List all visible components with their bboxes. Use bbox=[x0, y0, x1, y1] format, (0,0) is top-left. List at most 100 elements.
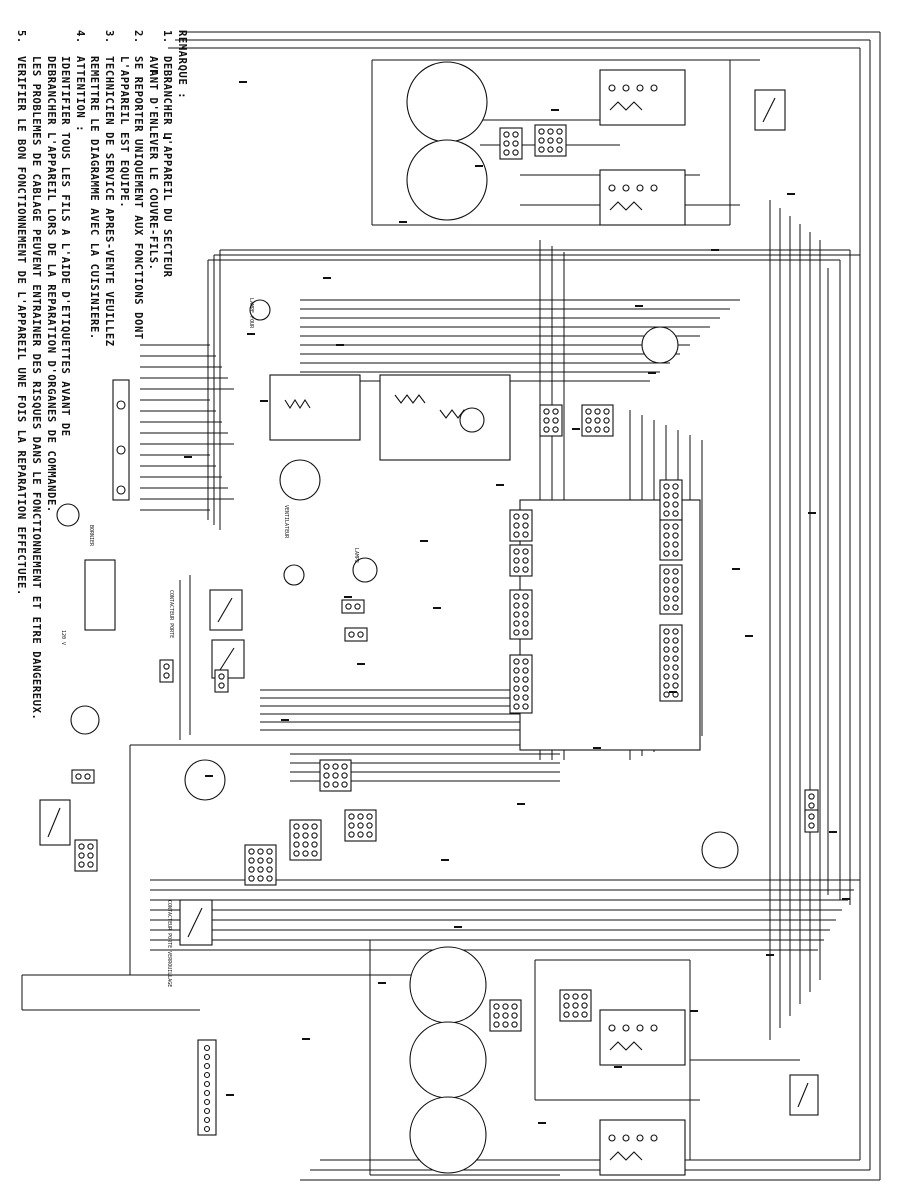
connector-pin bbox=[348, 822, 355, 829]
terminal-l1 bbox=[116, 400, 126, 410]
connector-pin bbox=[581, 993, 588, 1000]
relay-contact bbox=[608, 84, 616, 92]
probe-jack bbox=[71, 769, 95, 784]
connector-pin bbox=[522, 548, 529, 555]
connector-pin bbox=[78, 861, 85, 868]
relay-contact bbox=[622, 184, 630, 192]
connector-pin bbox=[345, 603, 352, 610]
connector-pin bbox=[493, 1021, 500, 1028]
connector-pin bbox=[78, 843, 85, 850]
connector-pin bbox=[603, 426, 610, 433]
components bbox=[39, 61, 850, 1176]
wire-tag bbox=[226, 1094, 234, 1096]
wire-tag bbox=[336, 344, 344, 346]
surface-element-5 bbox=[409, 1096, 487, 1174]
connector-pin bbox=[257, 866, 264, 873]
switch-arm bbox=[762, 97, 776, 123]
connector-pin bbox=[311, 841, 318, 848]
connector-pin bbox=[672, 637, 679, 644]
relay-contact bbox=[650, 84, 658, 92]
connector-pin bbox=[572, 1002, 579, 1009]
connector-pin bbox=[502, 1021, 509, 1028]
wire-tag bbox=[239, 81, 247, 83]
connector-pin bbox=[513, 557, 520, 564]
relay-coil bbox=[609, 201, 643, 211]
connector-pin bbox=[248, 866, 255, 873]
connector-pin bbox=[538, 128, 545, 135]
relay-contact bbox=[650, 1134, 658, 1142]
connector-pin bbox=[512, 131, 519, 138]
lamp-socket bbox=[341, 599, 365, 614]
switch-arm bbox=[219, 647, 235, 671]
wire-tag bbox=[517, 803, 525, 805]
clock-pin bbox=[203, 1080, 211, 1088]
connector-pin bbox=[366, 813, 373, 820]
board-connector-g bbox=[659, 564, 683, 615]
clock-module bbox=[197, 1039, 217, 1136]
connector-pin bbox=[513, 694, 520, 701]
connector-pin bbox=[663, 646, 670, 653]
board-connector-e bbox=[659, 479, 683, 521]
wire-tag bbox=[357, 663, 365, 665]
connector-pin bbox=[581, 1002, 588, 1009]
wire-tag bbox=[732, 568, 740, 570]
connector-pin bbox=[257, 848, 264, 855]
connector-pin bbox=[672, 523, 679, 530]
connector-pin bbox=[547, 128, 554, 135]
wire-tag bbox=[496, 484, 504, 486]
connector-pin bbox=[563, 1011, 570, 1018]
connector-pin bbox=[341, 763, 348, 770]
connector-pin bbox=[594, 426, 601, 433]
connector-pin bbox=[512, 140, 519, 147]
label-terminal-block: BORNIER bbox=[88, 525, 94, 547]
connector-pin bbox=[663, 673, 670, 680]
connector-pin bbox=[603, 417, 610, 424]
wire-tag bbox=[399, 221, 407, 223]
relay-4 bbox=[599, 1119, 686, 1176]
connector-pin bbox=[218, 682, 225, 689]
wire-tag bbox=[163, 137, 171, 139]
connector-pin bbox=[257, 875, 264, 882]
connector-pin bbox=[266, 857, 273, 864]
connector-pin bbox=[672, 483, 679, 490]
connector-pin bbox=[552, 417, 559, 424]
clock-pin bbox=[203, 1062, 211, 1070]
surface-element-1 bbox=[406, 61, 488, 143]
connector-pin bbox=[663, 691, 670, 698]
connector-pin bbox=[513, 513, 520, 520]
connector-pin bbox=[348, 813, 355, 820]
wire-tag bbox=[766, 954, 774, 956]
relay-coil bbox=[609, 1151, 643, 1161]
connector-pin bbox=[522, 685, 529, 692]
connector-pin bbox=[513, 629, 520, 636]
relay-3 bbox=[599, 1009, 686, 1066]
light-bulb bbox=[352, 557, 378, 583]
board-connector-a bbox=[509, 509, 533, 542]
connector-pin bbox=[503, 149, 510, 156]
connector-pin bbox=[663, 628, 670, 635]
wire-tag bbox=[538, 1122, 546, 1124]
label-door-switch: CONTACTEUR PORTE bbox=[168, 590, 174, 638]
clock-pin bbox=[203, 1089, 211, 1097]
board-connector-f bbox=[659, 519, 683, 561]
connector-pin bbox=[503, 140, 510, 147]
wire-tag bbox=[323, 277, 331, 279]
connector-pin bbox=[493, 1012, 500, 1019]
door-lock-motor bbox=[283, 564, 305, 586]
connector-pin bbox=[672, 664, 679, 671]
relay-contact bbox=[636, 184, 644, 192]
connector-pin bbox=[302, 850, 309, 857]
connector-pin bbox=[512, 149, 519, 156]
clock-pin bbox=[203, 1098, 211, 1106]
connector-pin bbox=[323, 781, 330, 788]
connector-pin bbox=[513, 676, 520, 683]
connector-pin bbox=[513, 566, 520, 573]
connector-pin bbox=[522, 658, 529, 665]
wire-tag bbox=[669, 691, 677, 693]
wire-tag bbox=[475, 165, 483, 167]
connector-pin bbox=[357, 631, 364, 638]
connector-pin bbox=[87, 843, 94, 850]
connector-pin bbox=[603, 408, 610, 415]
connector-pin bbox=[302, 841, 309, 848]
